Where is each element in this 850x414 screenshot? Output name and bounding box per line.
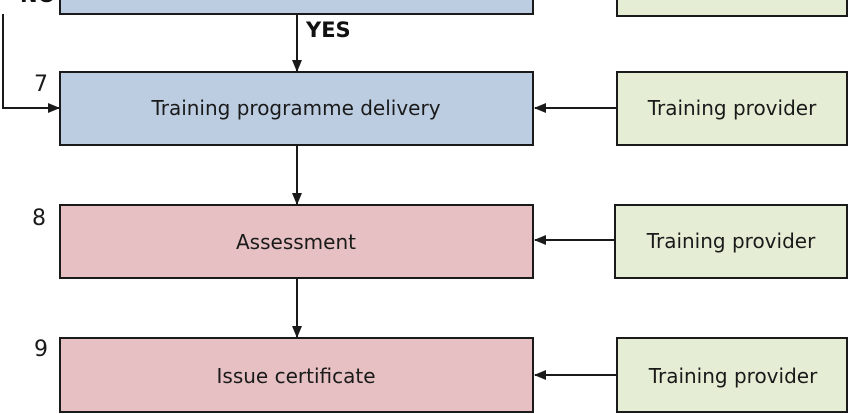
no-label: NO bbox=[20, 0, 55, 7]
step-7-box bbox=[59, 71, 534, 146]
previous-provider-box bbox=[616, 0, 848, 17]
no-loop-arrow bbox=[2, 14, 60, 113]
step-8-provider-label: Training provider bbox=[646, 229, 816, 253]
step-9-label: Issue certificate bbox=[217, 364, 376, 388]
step-9-number: 9 bbox=[34, 337, 48, 362]
step-8-number: 8 bbox=[32, 206, 46, 231]
step-9-provider-box bbox=[616, 337, 848, 413]
step-8-box bbox=[59, 204, 534, 279]
step-7-provider-box bbox=[616, 71, 848, 146]
yes-label: YES bbox=[305, 18, 351, 42]
step-8-label: Assessment bbox=[236, 230, 356, 254]
previous-step-box bbox=[59, 0, 534, 15]
step-9-provider-label: Training provider bbox=[648, 364, 818, 388]
step-7-provider-label: Training provider bbox=[647, 96, 817, 120]
step-8-provider-box bbox=[614, 204, 848, 279]
step-7-number: 7 bbox=[34, 72, 48, 97]
step-9-box bbox=[59, 337, 534, 413]
step-7-label: Training programme delivery bbox=[150, 96, 440, 120]
